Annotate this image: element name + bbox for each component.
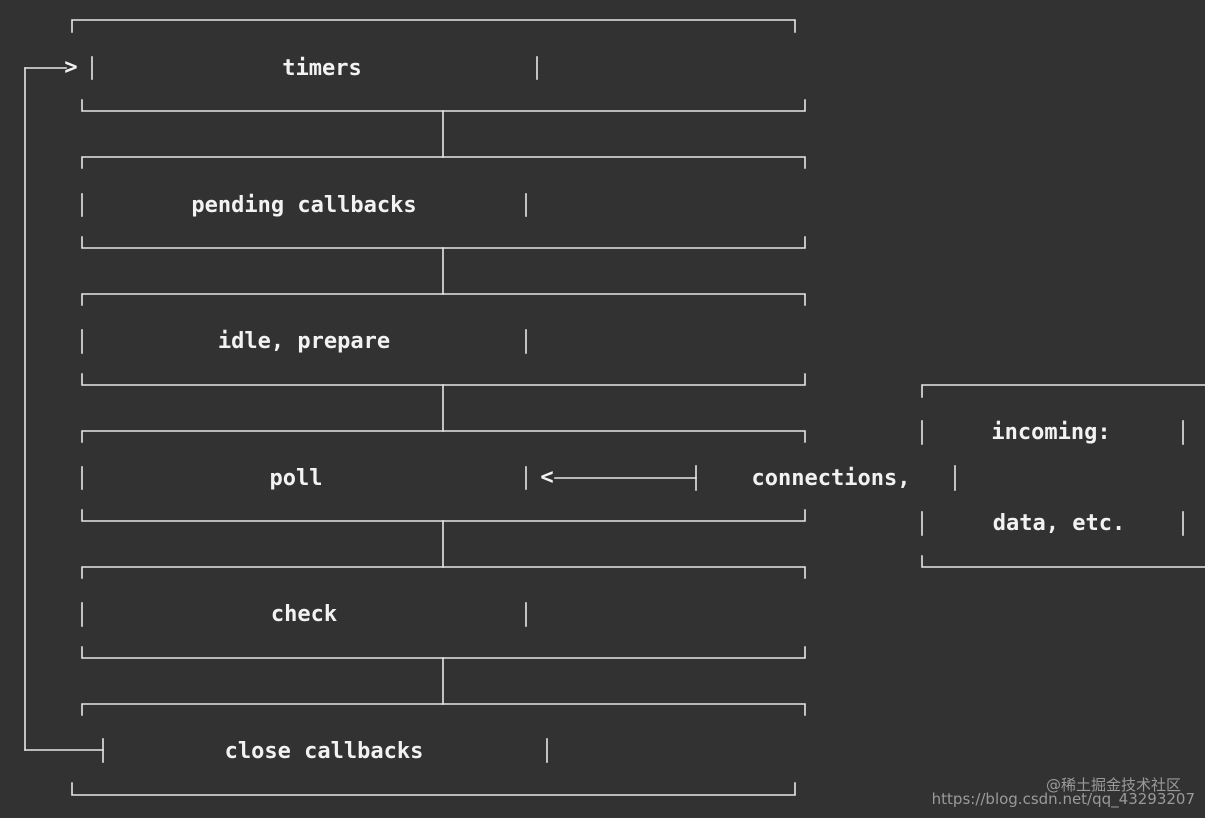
check-box (81, 566, 806, 659)
pending-callbacks-label: pending callbacks (191, 193, 417, 218)
close-callbacks-label: close callbacks (224, 739, 424, 764)
incoming-label-line3: data, etc. (992, 511, 1126, 536)
watermark-url: https://blog.csdn.net/qq_43293207 (931, 790, 1195, 808)
poll-label: poll (269, 466, 323, 491)
poll-arrow-head: < (540, 465, 554, 490)
check-label: check (270, 602, 338, 627)
close-callbacks-box (71, 703, 806, 796)
incoming-label-line2: connections, (751, 466, 911, 491)
incoming-label-line1: incoming: (991, 420, 1111, 445)
incoming-box (921, 384, 1205, 568)
idle-prepare-box (81, 293, 806, 386)
timers-label: timers (282, 56, 362, 81)
loop-arrow-head: > (64, 55, 78, 80)
loop-line (24, 67, 104, 763)
timers-box (71, 19, 806, 112)
watermark-site: @稀土掘金技术社区 (1045, 776, 1181, 794)
idle-prepare-label: idle, prepare (217, 329, 391, 354)
incoming-arrow-line (554, 465, 697, 491)
